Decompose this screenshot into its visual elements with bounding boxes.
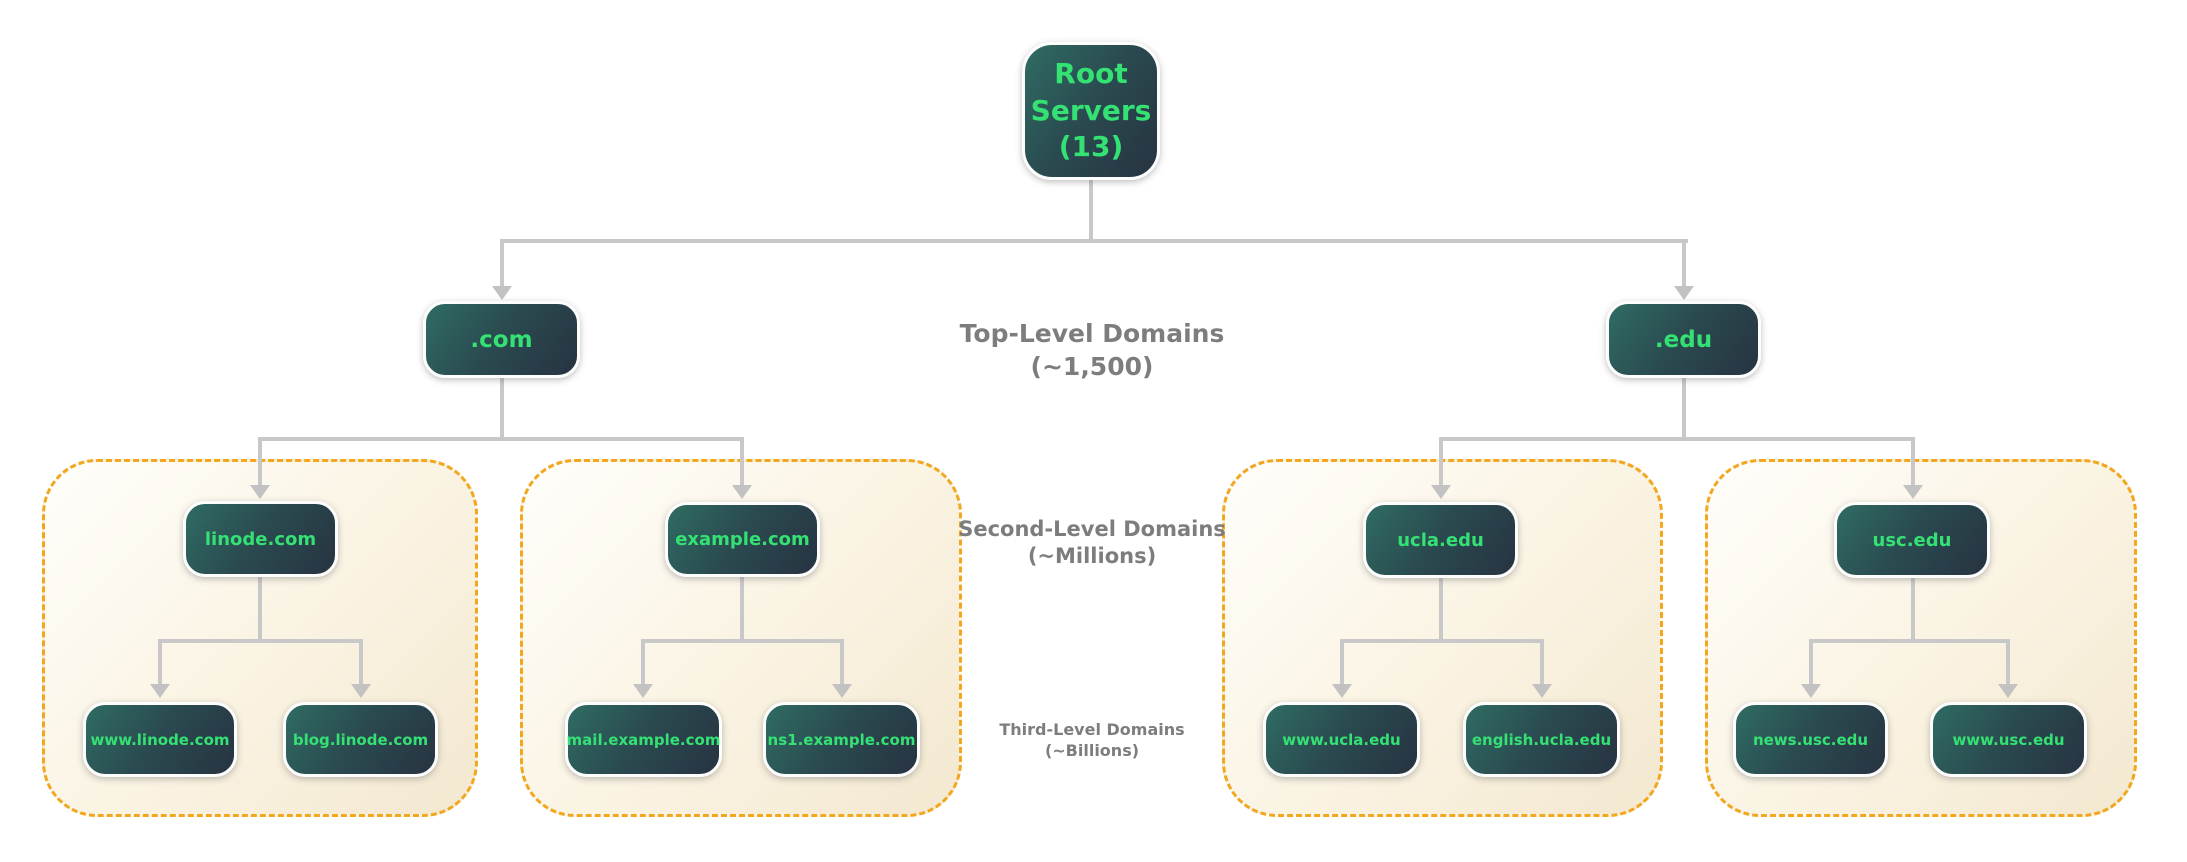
connector-linode-stem [258, 437, 262, 486]
connector-www-ucla-stem [1340, 639, 1344, 685]
arrowhead-down-icon [732, 485, 752, 499]
connector-edu-crossbar [1439, 437, 1915, 441]
connector-tld-crossbar [500, 239, 1688, 243]
connector-ucla-crossbar [1340, 639, 1543, 643]
label-second-level-domains: Second-Level Domains (~Millions) [892, 516, 1292, 571]
node-label: linode.com [204, 528, 317, 550]
connector-blog-linode-stem [359, 639, 363, 685]
connector-root-stem [1089, 180, 1093, 242]
arrowhead-down-icon [1332, 684, 1352, 698]
connector-usc-stem [1911, 437, 1915, 486]
arrowhead-down-icon [492, 286, 512, 300]
node-www-linode-com: www.linode.com [83, 702, 237, 777]
connector-com-down [500, 378, 504, 441]
arrowhead-down-icon [1674, 286, 1694, 300]
connector-ns1-example-stem [840, 639, 844, 685]
node-label: www.ucla.edu [1282, 730, 1401, 749]
connector-ucla-stem [1439, 437, 1443, 486]
node-label: ucla.edu [1397, 529, 1484, 551]
node-example-com: example.com [665, 502, 820, 577]
node-english-ucla-edu: english.ucla.edu [1463, 702, 1620, 777]
connector-english-ucla-stem [1540, 639, 1544, 685]
arrowhead-down-icon [1903, 485, 1923, 499]
node-label: blog.linode.com [292, 730, 429, 749]
node-blog-linode-com: blog.linode.com [283, 702, 438, 777]
node-root-servers: Root Servers (13) [1022, 42, 1160, 180]
arrowhead-down-icon [250, 485, 270, 499]
connector-linode-crossbar [158, 639, 363, 643]
node-label: ns1.example.com [767, 730, 916, 749]
connector-usc-crossbar [1809, 639, 2010, 643]
node-label: example.com [675, 529, 810, 550]
node-tld-com: .com [423, 301, 580, 378]
node-ucla-edu: ucla.edu [1363, 502, 1518, 578]
node-www-usc-edu: www.usc.edu [1930, 702, 2087, 777]
connector-com-stem [500, 239, 504, 287]
arrowhead-down-icon [1431, 485, 1451, 499]
label-count: (~Millions) [1027, 544, 1157, 569]
node-news-usc-edu: news.usc.edu [1733, 702, 1888, 777]
connector-example-crossbar [641, 639, 844, 643]
arrowhead-down-icon [1801, 684, 1821, 698]
node-label: news.usc.edu [1752, 730, 1869, 749]
node-label: .com [470, 326, 533, 353]
connector-news-usc-stem [1809, 639, 1813, 685]
arrowhead-down-icon [633, 684, 653, 698]
connector-www-usc-stem [2006, 639, 2010, 685]
node-tld-edu: .edu [1606, 301, 1761, 378]
node-label: www.usc.edu [1952, 730, 2065, 749]
label-title: Top-Level Domains [959, 319, 1225, 348]
arrowhead-down-icon [1532, 684, 1552, 698]
node-label: mail.example.com [566, 730, 721, 749]
connector-edu-down [1682, 378, 1686, 441]
label-title: Third-Level Domains [999, 720, 1185, 739]
node-mail-example-com: mail.example.com [565, 702, 722, 777]
label-title: Second-Level Domains [958, 517, 1226, 541]
label-third-level-domains: Third-Level Domains (~Billions) [892, 720, 1292, 762]
node-label: Root Servers (13) [1030, 56, 1152, 164]
label-count: (~Billions) [1044, 740, 1140, 760]
label-top-level-domains: Top-Level Domains (~1,500) [892, 318, 1292, 383]
arrowhead-down-icon [1998, 684, 2018, 698]
node-linode-com: linode.com [183, 501, 338, 577]
connector-linode-down [258, 577, 262, 642]
connector-example-down [740, 577, 744, 642]
node-label: english.ucla.edu [1471, 730, 1612, 749]
connector-example-stem [740, 437, 744, 486]
connector-mail-example-stem [641, 639, 645, 685]
node-ns1-example-com: ns1.example.com [763, 702, 920, 777]
connector-ucla-down [1439, 578, 1443, 642]
label-count: (~1,500) [1030, 351, 1154, 381]
node-www-ucla-edu: www.ucla.edu [1263, 702, 1420, 777]
node-label: www.linode.com [90, 730, 230, 749]
arrowhead-down-icon [832, 684, 852, 698]
connector-com-crossbar [258, 437, 744, 441]
connector-usc-down [1911, 578, 1915, 642]
node-label: .edu [1654, 326, 1713, 353]
arrowhead-down-icon [351, 684, 371, 698]
arrowhead-down-icon [150, 684, 170, 698]
node-label: usc.edu [1872, 529, 1952, 551]
node-usc-edu: usc.edu [1834, 502, 1990, 578]
connector-edu-stem [1682, 239, 1686, 287]
connector-www-linode-stem [158, 639, 162, 685]
